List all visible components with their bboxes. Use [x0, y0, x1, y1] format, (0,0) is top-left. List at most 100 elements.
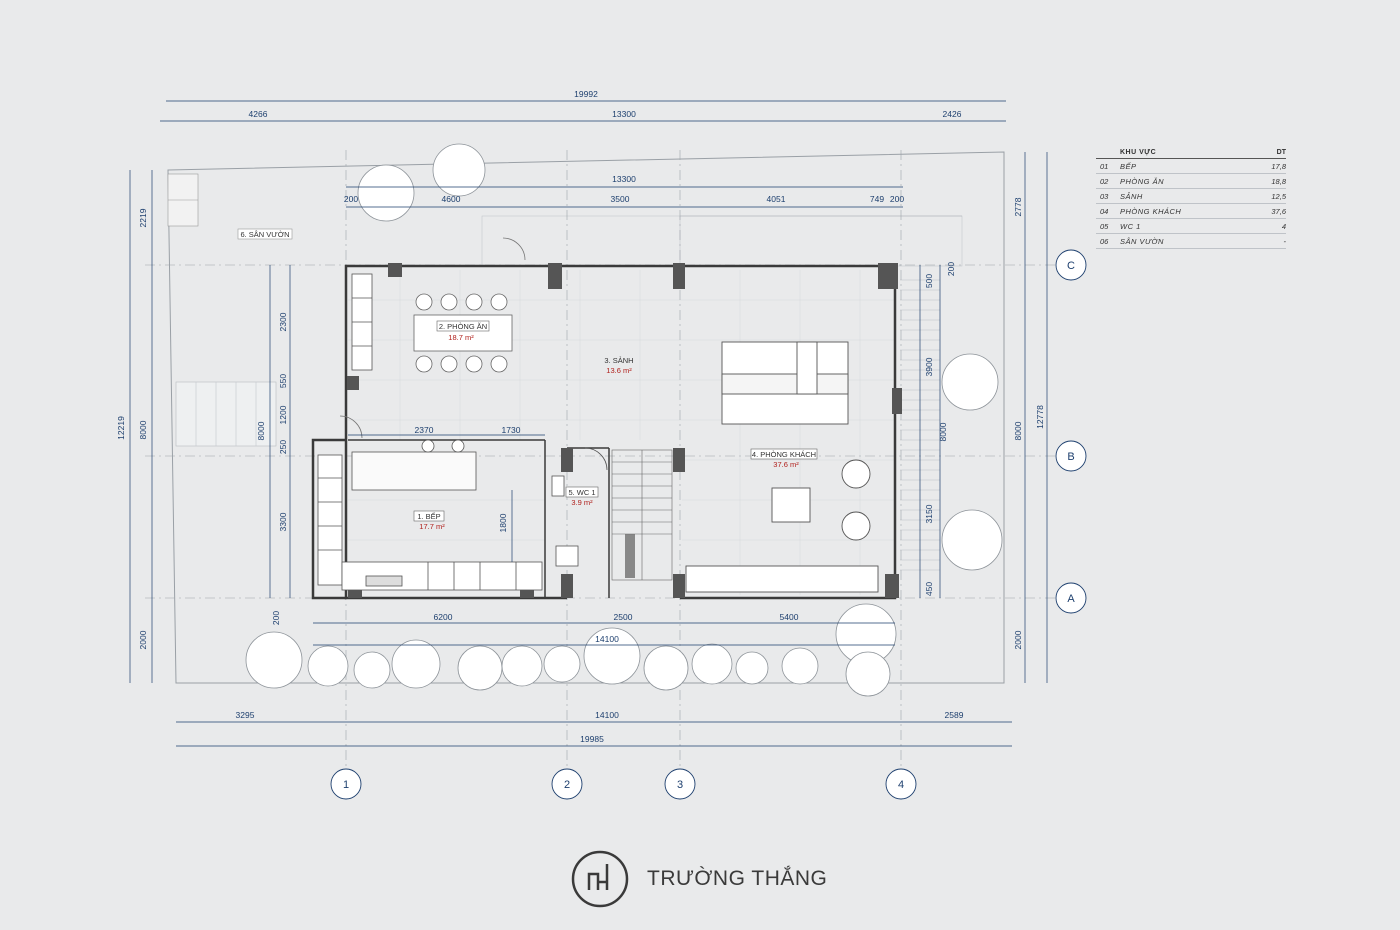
structural-columns [347, 263, 902, 598]
dim-right-outer-1: 2778 [1013, 197, 1023, 216]
cabinets [317, 273, 543, 591]
dim-kitchen-1: 2370 [415, 425, 434, 435]
dimension-lines [129, 100, 1048, 747]
dim-left-outer-1: 2219 [138, 208, 148, 227]
room-area-lobby: 13.6 m² [606, 366, 632, 375]
site-paving [167, 173, 963, 447]
schedule-row-dt: 37,6 [1271, 207, 1286, 216]
dim-inner-seg-4: 4051 [767, 194, 786, 204]
schedule-row-no: 03 [1100, 192, 1109, 201]
schedule-row: 04 PHÒNG KHÁCH 37,6 [1096, 204, 1286, 219]
grid-column-1: 1 [343, 779, 349, 791]
dim-kitchen-2: 1730 [502, 425, 521, 435]
schedule-row-dt: 18,8 [1271, 177, 1286, 186]
dim-inner-total: 13300 [612, 174, 636, 184]
dim-left-outer-4: 2000 [138, 630, 148, 649]
schedule-row-no: 06 [1100, 237, 1109, 246]
dim-right-outer-3: 8000 [1013, 421, 1023, 440]
dim-top-seg-2: 13300 [612, 109, 636, 119]
dim-right-outer-2: 12778 [1035, 405, 1045, 429]
schedule-row-dt: 17,8 [1271, 162, 1286, 171]
grid-column-3: 3 [677, 779, 683, 791]
schedule-row-dt: - [1283, 237, 1287, 246]
dim-right-inner-1: 500 [924, 274, 934, 288]
grid-bubble-labels: 1 2 3 4 C B A [343, 260, 1075, 791]
dim-left-inner-7: 8000 [256, 421, 266, 440]
schedule-row: 03 SẢNH 12,5 [1096, 189, 1286, 204]
brand-name: TRƯỜNG THẮNG [647, 867, 828, 890]
dim-bottom-seg-1: 3295 [236, 710, 255, 720]
dimension-texts: 19992 4266 13300 2426 13300 200 4600 350… [116, 89, 1045, 744]
room-label-lobby: 3. SẢNH [604, 356, 633, 365]
dim-inner-seg-5: 749 [870, 194, 884, 204]
dim-left-inner-3: 1200 [278, 405, 288, 424]
grid-column-2: 2 [564, 779, 570, 791]
room-area-kitchen: 17.7 m² [419, 522, 445, 531]
dim-inner-seg-1: 200 [344, 194, 358, 204]
dim-right-inner-2: 200 [946, 262, 956, 276]
brand-logo: TRƯỜNG THẮNG [571, 850, 827, 908]
schedule-row: 05 WC 1 4 [1096, 219, 1286, 234]
walls [311, 264, 897, 600]
dim-inner-seg-6: 200 [890, 194, 904, 204]
schedule-row-no: 02 [1100, 177, 1109, 186]
brand-mark-icon [571, 850, 629, 908]
dim-bottom-seg-3: 2589 [945, 710, 964, 720]
dim-left-outer-2: 12219 [116, 416, 126, 440]
room-label-wc: 5. WC 1 [568, 488, 595, 497]
schedule-row-dt: 12,5 [1271, 192, 1286, 201]
dim-bottom-seg-2: 14100 [595, 710, 619, 720]
schedule-row-no: 05 [1100, 222, 1109, 231]
dim-bottom-inner-total: 14100 [595, 634, 619, 644]
schedule-row-name: PHÒNG ĂN [1120, 177, 1165, 186]
dim-right-inner-3: 3900 [924, 357, 934, 376]
dim-bottom-total: 19985 [580, 734, 604, 744]
schedule-row: 02 PHÒNG ĂN 18,8 [1096, 174, 1286, 189]
grid-row-b: B [1067, 451, 1074, 463]
schedule-row-name: WC 1 [1120, 222, 1141, 231]
room-label-living: 4. PHÒNG KHÁCH [752, 450, 816, 459]
dim-kitchen-3: 1800 [498, 513, 508, 532]
schedule-row: 01 BẾP 17,8 [1096, 159, 1286, 174]
dim-top-seg-1: 4266 [249, 109, 268, 119]
schedule-row-name: SÂN VƯỜN [1120, 237, 1164, 246]
dim-left-inner-4: 250 [278, 440, 288, 454]
schedule-row-name: PHÒNG KHÁCH [1120, 207, 1182, 216]
dim-right-inner-5: 3150 [924, 504, 934, 523]
schedule-header-dt: DT [1276, 149, 1286, 156]
area-schedule-table: KHU VỰC DT 01 BẾP 17,8 02 PHÒNG ĂN 18,8 … [1096, 148, 1286, 249]
dim-right-inner-6: 450 [924, 582, 934, 596]
schedule-header-area: KHU VỰC [1120, 149, 1157, 156]
room-label-garden: 6. SÂN VƯỜN [240, 230, 289, 239]
room-label-kitchen: 1. BẾP [417, 511, 440, 521]
dim-left-inner-6: 200 [271, 611, 281, 625]
schedule-row-no: 01 [1100, 162, 1109, 171]
schedule-row: 06 SÂN VƯỜN - [1096, 234, 1286, 249]
lot-boundary [167, 151, 1005, 684]
dim-bottom-inner-1: 6200 [434, 612, 453, 622]
room-area-living: 37.6 m² [773, 460, 799, 469]
room-area-dining: 18.7 m² [448, 333, 474, 342]
schedule-row-dt: 4 [1281, 222, 1286, 231]
dim-top-total: 19992 [574, 89, 598, 99]
schedule-row-name: SẢNH [1120, 192, 1143, 201]
room-area-wc: 3.9 m² [571, 498, 593, 507]
dim-inner-seg-2: 4600 [442, 194, 461, 204]
room-label-dining: 2. PHÒNG ĂN [439, 322, 487, 331]
dim-bottom-inner-3: 5400 [780, 612, 799, 622]
dim-left-inner-1: 2300 [278, 312, 288, 331]
schedule-row-no: 04 [1100, 207, 1109, 216]
dim-left-inner-5: 3300 [278, 512, 288, 531]
dim-bottom-inner-2: 2500 [614, 612, 633, 622]
grid-row-c: C [1067, 260, 1075, 272]
living-furniture [685, 341, 879, 593]
grid-bubbles [330, 249, 1087, 800]
schedule-header: KHU VỰC DT [1096, 148, 1286, 159]
dim-left-inner-2: 550 [278, 374, 288, 388]
grid-column-4: 4 [898, 779, 904, 791]
staircase [611, 449, 673, 581]
schedule-row-name: BẾP [1120, 162, 1137, 171]
dim-right-inner-4: 8000 [938, 422, 948, 441]
